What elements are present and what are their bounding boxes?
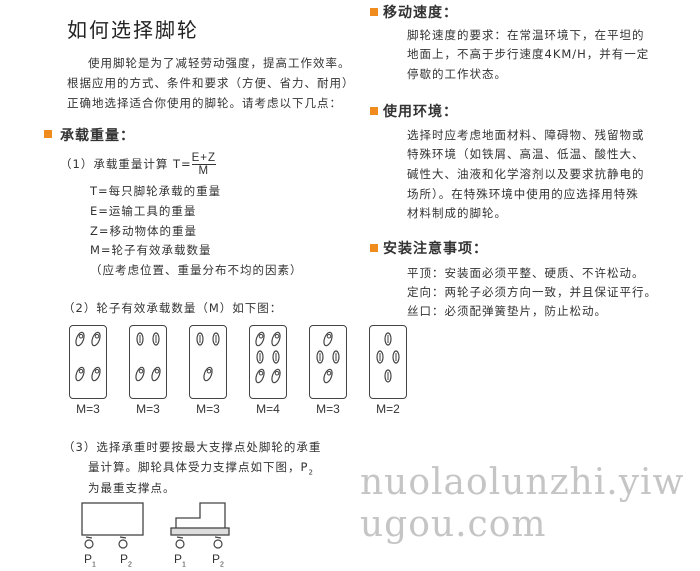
speed-line: 脚轮速度的要求：在常温环境下，在平坦的	[407, 28, 645, 42]
fixed-caster-icon	[152, 332, 160, 346]
install-line: 定向：两轮子必须方向一致，并且保证平行。	[407, 285, 657, 299]
fixed-caster-icon	[384, 369, 392, 383]
section-heading-install: 安装注意事项：	[383, 241, 488, 257]
m-label: M=2	[376, 402, 400, 416]
definition: （应考虑位置、重量分布不均的因素）	[90, 263, 303, 277]
caster-layout-box	[189, 325, 227, 399]
watermark: nuolaolunzhi.yiwugou.com	[360, 462, 685, 545]
swivel-caster-icon	[255, 331, 265, 347]
fixed-caster-icon	[212, 332, 220, 346]
fixed-caster-icon	[316, 350, 324, 364]
swivel-caster-icon	[151, 366, 161, 382]
caster-layout-box	[369, 325, 407, 399]
definition: M=轮子有效承载数量	[90, 243, 212, 257]
section-heading-load: 承载重量：	[60, 128, 135, 144]
bullet-icon	[44, 130, 52, 138]
swivel-caster-icon	[135, 366, 145, 382]
swivel-caster-icon	[271, 368, 281, 384]
fixed-caster-icon	[272, 350, 280, 364]
m-label: M=3	[196, 402, 220, 416]
fixed-caster-icon	[256, 350, 264, 364]
page-title: 如何选择脚轮	[67, 18, 199, 42]
intro-line: 正确地选择适合你使用的脚轮。请考虑以下几点：	[67, 96, 342, 110]
fixed-caster-icon	[196, 332, 204, 346]
cart-platform	[170, 527, 230, 536]
subscript: 2	[308, 468, 314, 477]
definition: T=每只脚轮承载的重量	[90, 184, 222, 198]
swivel-caster-icon	[271, 331, 281, 347]
caster-layout-box	[249, 325, 287, 399]
point-p2: P2	[120, 552, 132, 569]
install-line: 平顶：安装面必须平整、硬质、不许松动。	[407, 266, 645, 280]
m-label: M=3	[316, 402, 340, 416]
definition: E=运输工具的重量	[90, 204, 197, 218]
section-heading-env: 使用环境：	[383, 104, 458, 120]
cart-body	[81, 502, 144, 536]
swivel-caster-icon	[255, 368, 265, 384]
swivel-caster-icon	[323, 368, 333, 384]
bullet-icon	[370, 8, 378, 16]
swivel-caster-icon	[203, 366, 213, 382]
swivel-caster-icon	[91, 366, 101, 382]
fixed-caster-icon	[376, 350, 384, 364]
env-line: 场所）。在特殊环境中使用的应选择用特殊	[407, 187, 639, 201]
env-line: 材料制成的脚轮。	[407, 206, 507, 220]
swivel-caster-icon	[75, 366, 85, 382]
m-label: M=3	[136, 402, 160, 416]
item-3: 量计算。脚轮具体受力支撑点如下图，P2	[88, 459, 314, 476]
item-3: （3）选择承重时要按最大支撑点处脚轮的承重	[63, 440, 322, 454]
formula-numerator: E+Z	[191, 152, 217, 165]
swivel-caster-icon	[75, 331, 85, 347]
caster-layout-box	[129, 325, 167, 399]
formula-denominator: M	[198, 165, 210, 177]
swivel-caster-icon	[323, 331, 333, 347]
definition: Z=移动物体的重量	[90, 224, 198, 238]
swivel-caster-icon	[91, 331, 101, 347]
intro-line: 使用脚轮是为了减轻劳动强度，提高工作效率。	[88, 56, 351, 70]
env-line: 特殊环境（如铁屑、高温、低温、酸性大、	[407, 147, 645, 161]
caster-layout-box	[69, 325, 107, 399]
point-p1: P1	[84, 552, 96, 569]
bullet-icon	[370, 244, 378, 252]
intro-line: 根据应用的方式、条件和要求（方便、省力、耐用）	[67, 76, 355, 90]
install-line: 丝口：必须配弹簧垫片，防止松动。	[407, 304, 607, 318]
cart-load	[175, 502, 226, 528]
item-3-text: 量计算。脚轮具体受力支撑点如下图，P	[88, 460, 309, 474]
point-p1: P1	[174, 552, 186, 569]
bullet-icon	[370, 107, 378, 115]
env-line: 碱性大、油液和化学溶剂以及要求抗静电的	[407, 167, 645, 181]
fixed-caster-icon	[332, 350, 340, 364]
point-p2: P2	[212, 552, 224, 569]
section-heading-speed: 移动速度：	[383, 5, 458, 21]
env-line: 选择时应考虑地面材料、障碍物、残留物或	[407, 128, 645, 142]
fixed-caster-icon	[392, 350, 400, 364]
fixed-caster-icon	[384, 332, 392, 346]
m-label: M=4	[256, 402, 280, 416]
speed-line: 地面上，不高于步行速度4KM/H，并有一定	[407, 47, 650, 61]
item-2: （2）轮子有效承载数量（M）如下图：	[63, 301, 283, 315]
m-label: M=3	[76, 402, 100, 416]
fixed-caster-icon	[136, 332, 144, 346]
formula-label: （1）承载重量计算 T=	[60, 157, 192, 171]
item-3: 为最重支撑点。	[88, 481, 176, 495]
caster-layout-box	[309, 325, 347, 399]
caster-icons	[84, 536, 223, 549]
speed-line: 停歇的工作状态。	[407, 67, 507, 81]
